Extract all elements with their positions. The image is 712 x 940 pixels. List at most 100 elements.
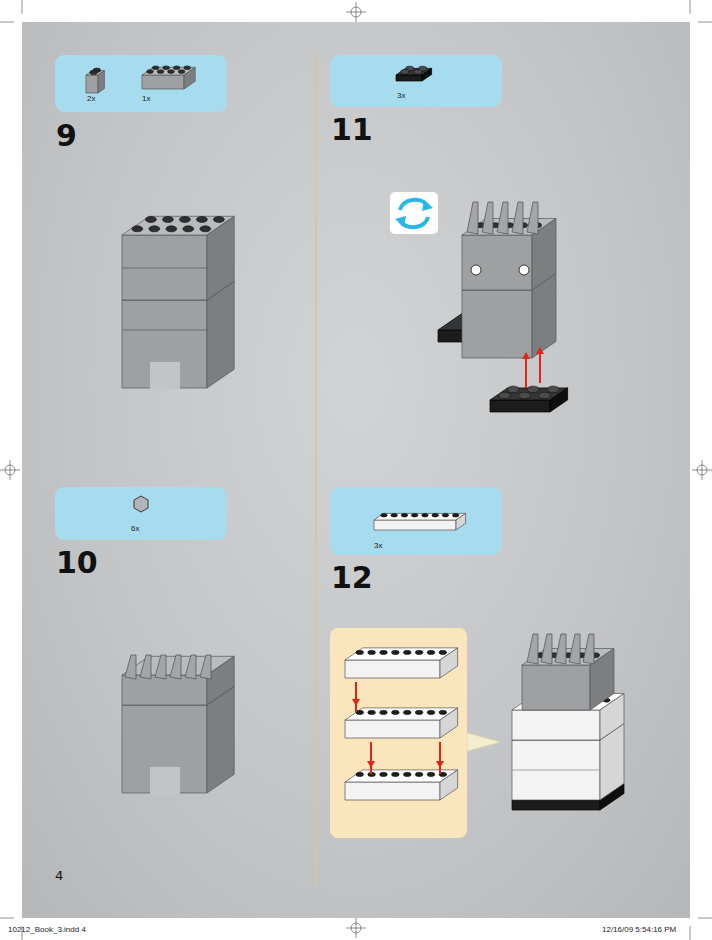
part-icon <box>86 68 104 93</box>
red-arrow <box>436 761 444 768</box>
part-count: 2x <box>87 94 95 103</box>
brick-shape <box>207 281 234 388</box>
brick <box>122 216 234 300</box>
stud <box>380 772 388 776</box>
brick-shape <box>512 800 600 810</box>
clip-piece <box>569 634 580 664</box>
part-icon <box>396 66 432 81</box>
red-arrow <box>352 699 360 706</box>
brick-shape <box>590 649 614 711</box>
stud <box>200 226 211 232</box>
stud <box>93 68 101 72</box>
part-count: 3x <box>397 91 405 100</box>
stud <box>356 710 364 714</box>
stud <box>162 216 173 222</box>
brick-shape <box>600 724 624 801</box>
clip-piece <box>482 202 493 234</box>
brick-shape <box>142 67 195 75</box>
clip-piece <box>200 655 211 679</box>
parts-callout: 3x <box>330 55 502 107</box>
brick-shape <box>440 708 458 738</box>
brick-shape <box>532 274 556 359</box>
stud <box>415 772 423 776</box>
stud <box>411 513 418 517</box>
column-divider <box>315 55 317 885</box>
red-arrow <box>536 347 544 354</box>
stud <box>406 66 414 71</box>
stud <box>559 698 566 702</box>
stud <box>163 66 170 70</box>
subassembly-pointer <box>467 733 500 751</box>
stud <box>548 698 555 702</box>
brick-shape <box>122 656 234 675</box>
brick-shape <box>345 720 440 738</box>
stud <box>427 772 435 776</box>
brick-shape <box>422 68 432 81</box>
stud <box>392 650 400 654</box>
brick-shape <box>184 67 195 89</box>
brick-shape <box>86 75 98 93</box>
stud <box>427 710 435 714</box>
stud <box>368 710 376 714</box>
clip-piece <box>527 634 538 664</box>
stud <box>452 513 459 517</box>
gap <box>150 767 180 794</box>
clip-piece <box>497 202 508 234</box>
stud <box>507 386 519 393</box>
brick-shape <box>396 75 422 81</box>
red-arrow <box>539 353 541 383</box>
stud <box>527 386 539 393</box>
step-number: 10 <box>56 545 98 580</box>
stud <box>581 698 588 702</box>
stud <box>591 653 600 658</box>
stud <box>145 216 156 222</box>
brick-shape <box>122 686 234 705</box>
stud <box>152 66 159 70</box>
stud <box>415 650 423 654</box>
stud <box>538 392 550 399</box>
stud <box>519 223 528 228</box>
brick-shape <box>528 314 552 343</box>
part-count: 6x <box>131 524 139 533</box>
stud <box>401 513 408 517</box>
part-icon <box>142 66 195 89</box>
brick-shape <box>532 219 556 291</box>
stud <box>603 698 610 702</box>
brick-shape <box>345 770 458 782</box>
part-count: 1x <box>142 94 150 103</box>
red-arrow <box>525 358 527 388</box>
brick-shape <box>345 708 458 720</box>
brick-shape <box>600 694 624 741</box>
stud <box>442 513 449 517</box>
brick-shape <box>512 724 624 741</box>
brick <box>490 386 568 412</box>
stud <box>518 392 530 399</box>
brick-shape <box>462 290 532 358</box>
subassembly-box <box>330 628 467 838</box>
brick-shape <box>122 281 234 300</box>
stud <box>368 772 376 776</box>
stud <box>183 226 194 232</box>
brick-shape <box>396 68 432 75</box>
stud <box>403 650 411 654</box>
red-arrow <box>522 352 530 359</box>
brick-shape <box>374 520 456 530</box>
brick-shape <box>512 710 600 740</box>
red-arrow <box>367 761 375 768</box>
brick-seam <box>122 268 207 269</box>
stud <box>415 710 423 714</box>
stud <box>550 653 559 658</box>
stud <box>439 650 447 654</box>
brick <box>462 274 556 359</box>
stud <box>491 223 500 228</box>
brick-shape <box>512 784 624 801</box>
brick <box>512 724 624 801</box>
parts-callout: 6x <box>55 487 227 540</box>
stud <box>422 513 429 517</box>
brick-shape <box>522 649 614 666</box>
brick-shape <box>207 686 234 793</box>
pin-hole <box>519 265 529 275</box>
stud <box>147 70 154 74</box>
part-icon <box>134 496 148 512</box>
stud <box>157 70 164 74</box>
